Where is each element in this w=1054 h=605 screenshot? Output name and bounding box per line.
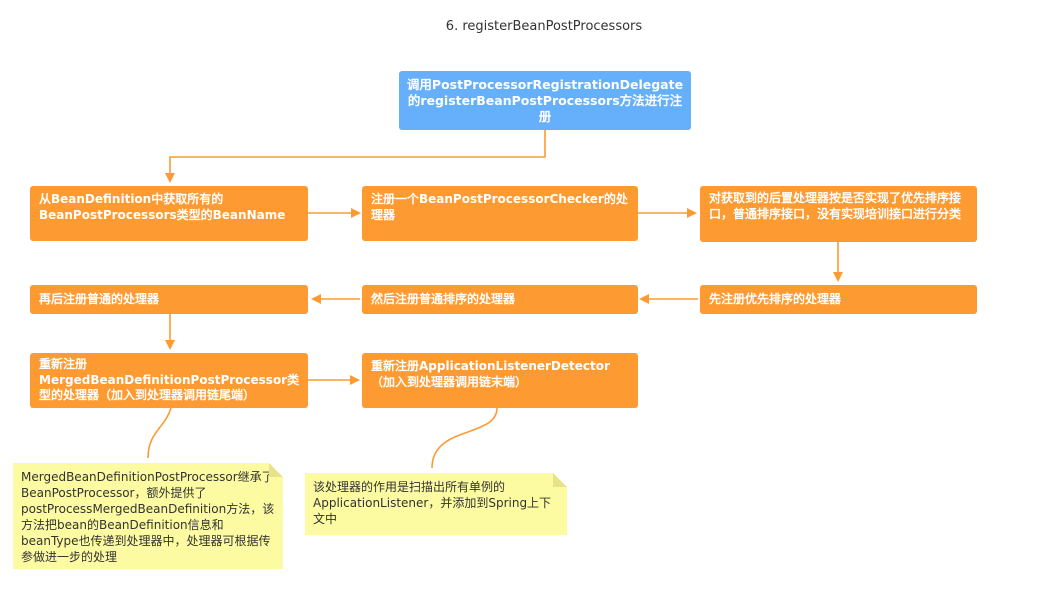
note-merged: MergedBeanDefinitionPostProcessor继承了Bean… (13, 463, 283, 569)
note-merged-text: MergedBeanDefinitionPostProcessor继承了Bean… (21, 470, 275, 564)
diagram-title: 6. registerBeanPostProcessors (445, 19, 643, 34)
link-merged-to-note (147, 407, 172, 459)
node-start: 调用PostProcessorRegistrationDelegate的regi… (399, 71, 691, 130)
node-merged-label: 重新注册MergedBeanDefinitionPostProcessor类型的… (39, 357, 300, 402)
link-listener-to-note (431, 407, 498, 469)
node-ordered: 然后注册普通排序的处理器 (362, 285, 638, 314)
node-non-ordered: 再后注册普通的处理器 (30, 285, 308, 314)
node-listener-detector-label: 重新注册ApplicationListenerDetector（加入到处理器调用… (371, 359, 610, 389)
note-listener: 该处理器的作用是扫描出所有单例的ApplicationListener，并添加到… (305, 473, 567, 535)
note-merged-fold (269, 463, 283, 477)
node-priority-ordered-label: 先注册优先排序的处理器 (709, 292, 842, 306)
node-get-names-label: 从BeanDefinition中获取所有的BeanPostProcessors类… (39, 192, 286, 222)
node-classify: 对获取到的后置处理器按是否实现了优先排序接口，普通排序接口，没有实现培训接口进行… (700, 186, 977, 242)
node-non-ordered-label: 再后注册普通的处理器 (39, 292, 160, 306)
arrow-start-to-get-names (165, 130, 546, 183)
node-get-names: 从BeanDefinition中获取所有的BeanPostProcessors类… (30, 186, 308, 241)
node-register-checker-label: 注册一个BeanPostProcessorChecker的处理器 (371, 192, 628, 222)
node-register-checker: 注册一个BeanPostProcessorChecker的处理器 (362, 186, 638, 241)
node-listener-detector: 重新注册ApplicationListenerDetector（加入到处理器调用… (362, 353, 638, 408)
note-listener-text: 该处理器的作用是扫描出所有单例的ApplicationListener，并添加到… (313, 480, 552, 526)
node-merged: 重新注册MergedBeanDefinitionPostProcessor类型的… (30, 353, 308, 408)
node-start-label: 调用PostProcessorRegistrationDelegate的regi… (406, 76, 684, 124)
node-ordered-label: 然后注册普通排序的处理器 (371, 292, 516, 306)
node-priority-ordered: 先注册优先排序的处理器 (700, 285, 977, 314)
note-listener-fold (553, 473, 567, 487)
node-classify-label: 对获取到的后置处理器按是否实现了优先排序接口，普通排序接口，没有实现培训接口进行… (709, 191, 962, 221)
